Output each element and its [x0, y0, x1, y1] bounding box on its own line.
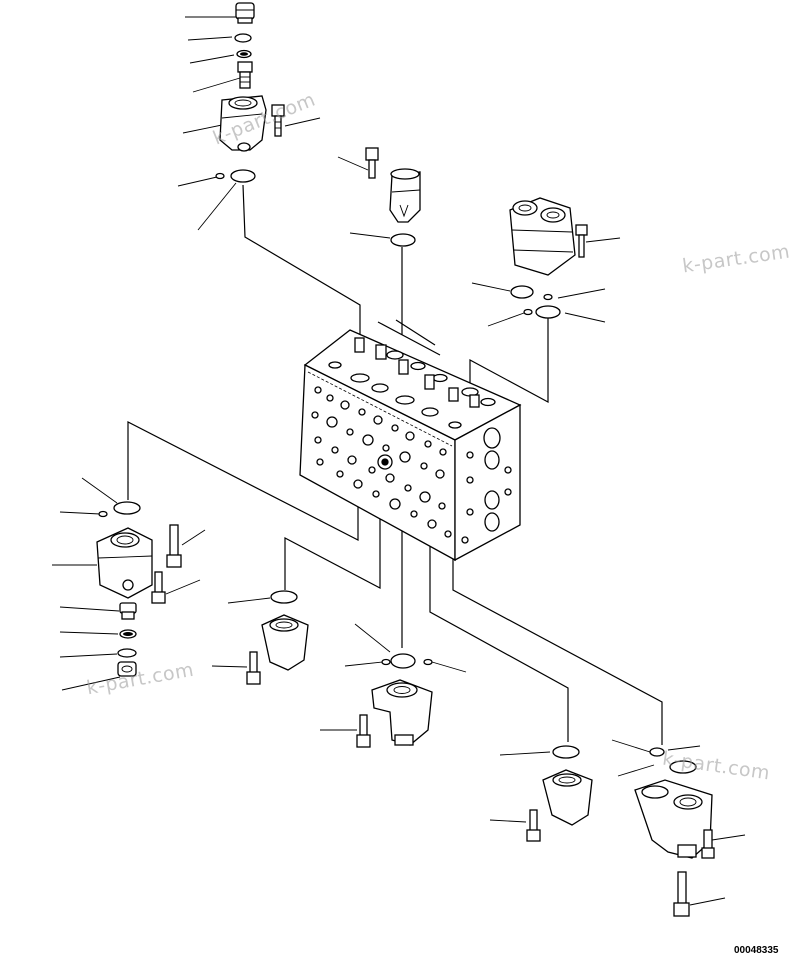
o-ring-icon [234, 33, 252, 43]
bolt-icon [246, 651, 261, 685]
bolt-icon [166, 524, 182, 568]
bolt-icon [673, 871, 690, 917]
valve-cover-icon [219, 95, 267, 152]
seal-ring-icon [236, 49, 252, 59]
o-ring-icon [649, 747, 665, 757]
center-left-cover [246, 590, 309, 685]
bolt-icon [356, 714, 371, 748]
top-right-valve [509, 197, 588, 319]
o-ring-icon [552, 745, 580, 759]
far-right-bottom-valve [634, 747, 715, 917]
valve-cover-icon [261, 614, 309, 671]
o-ring-icon [669, 760, 697, 774]
o-ring-icon [215, 172, 225, 180]
valve-cover-icon [371, 679, 433, 746]
o-ring-icon [230, 169, 256, 183]
bolt-icon [526, 809, 541, 842]
o-ring-icon [423, 658, 433, 666]
bolt-icon [575, 224, 588, 258]
right-bottom-cover [526, 745, 593, 842]
o-ring-icon [390, 653, 416, 669]
o-ring-icon [270, 590, 298, 604]
drawing-code: 00048335 [734, 945, 779, 956]
o-ring-icon [523, 308, 533, 316]
top-center-valve [365, 147, 421, 247]
o-ring-icon [98, 510, 108, 518]
o-ring-icon [510, 285, 534, 299]
valve-block-icon [299, 329, 522, 562]
o-ring-icon [381, 658, 391, 666]
plug-icon [235, 2, 255, 24]
o-ring-icon [543, 293, 553, 301]
bolt-icon [151, 571, 166, 604]
leader-lines [52, 16, 746, 906]
center-bottom-valve [356, 653, 433, 748]
seal-ring-icon [119, 629, 137, 639]
fitting-icon [119, 602, 137, 620]
o-ring-icon [117, 648, 137, 658]
bolt-icon [701, 829, 715, 859]
valve-cover-icon [509, 197, 576, 276]
left-middle-valve [96, 501, 182, 677]
valve-cover-icon [634, 779, 713, 859]
top-left-valve-stack [215, 2, 285, 183]
spool-valve-icon [389, 168, 421, 223]
o-ring-icon [113, 501, 141, 515]
fitting-icon [237, 61, 253, 89]
bolt-icon [271, 104, 285, 137]
valve-cover-icon [96, 527, 153, 599]
plug-icon [117, 661, 137, 677]
o-ring-icon [535, 305, 561, 319]
valve-cover-icon [542, 769, 593, 826]
bolt-icon [365, 147, 379, 179]
o-ring-icon [390, 233, 416, 247]
